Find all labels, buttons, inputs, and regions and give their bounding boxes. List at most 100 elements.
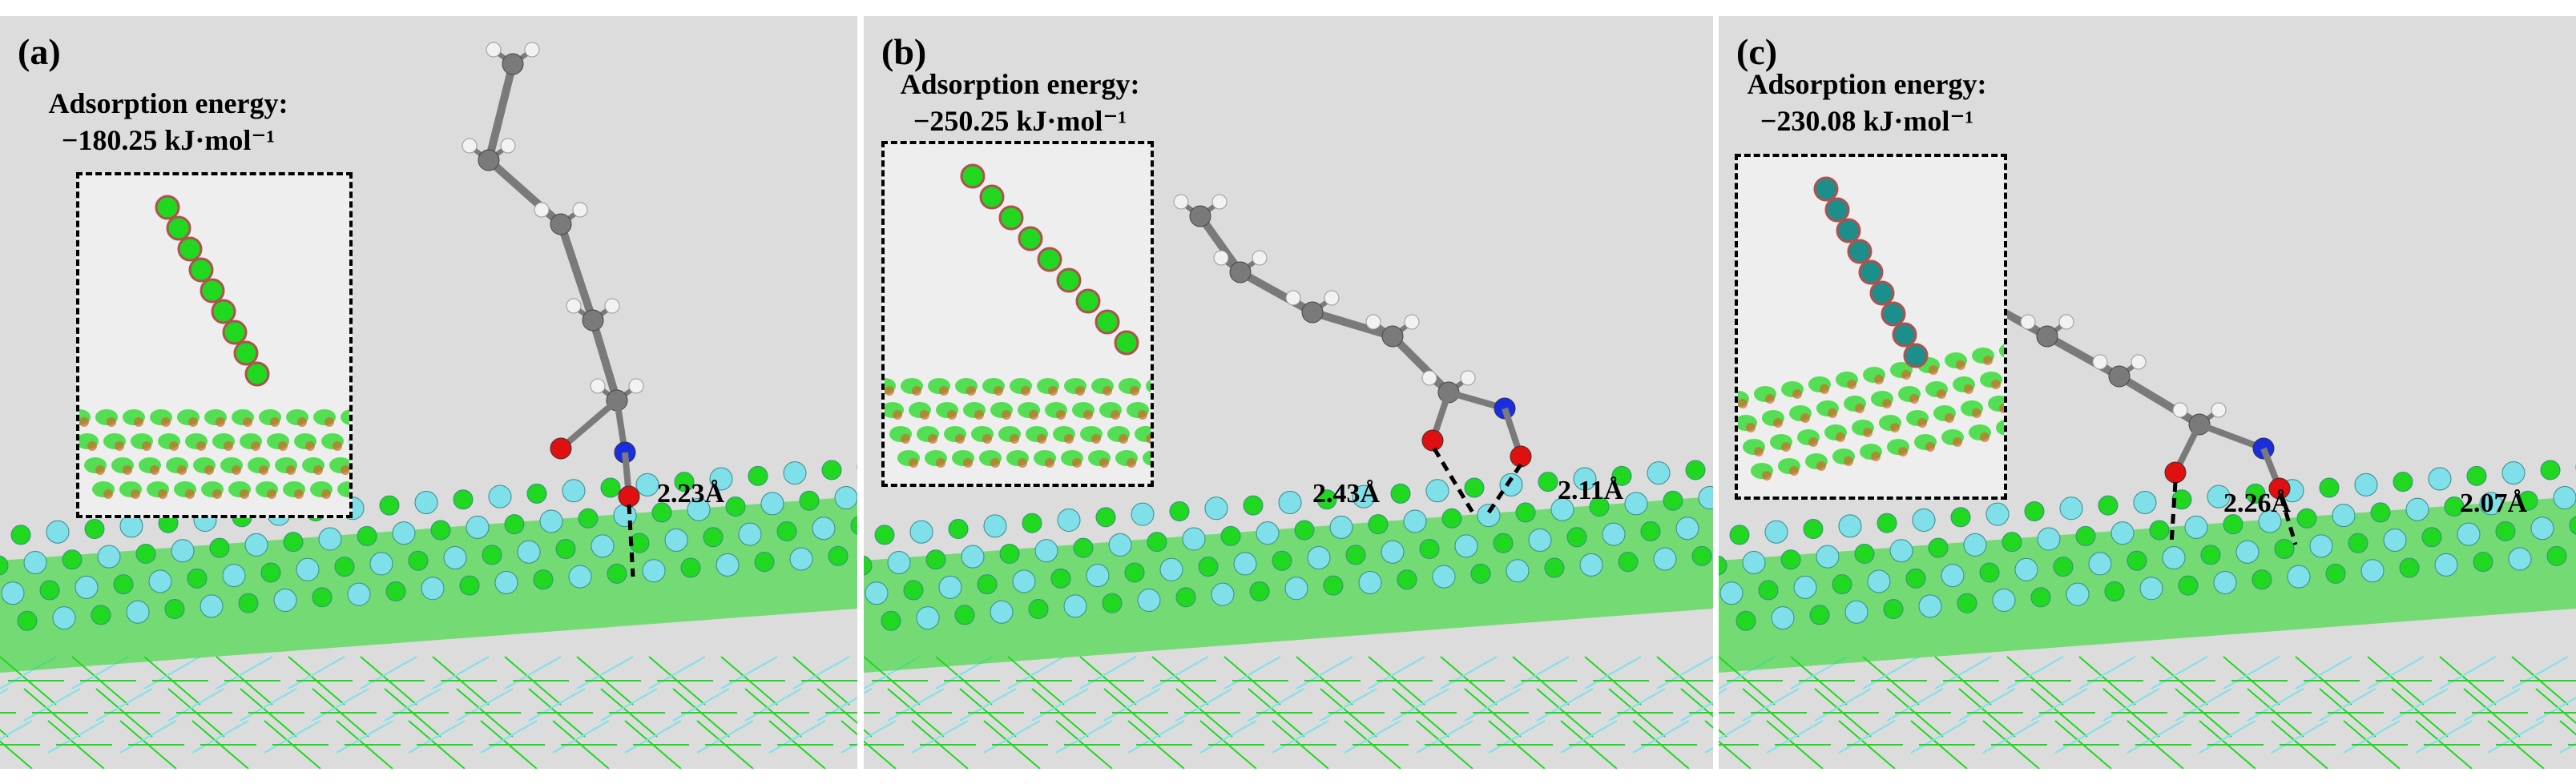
surface-density bbox=[1909, 394, 1919, 404]
surface-atom bbox=[1294, 520, 1315, 541]
surface-atom bbox=[1233, 552, 1257, 576]
surface-atom bbox=[1381, 540, 1405, 564]
surface-density bbox=[294, 489, 304, 499]
lattice-bond bbox=[1656, 656, 1713, 690]
surface-density bbox=[297, 417, 307, 427]
surface-atom bbox=[2479, 492, 2503, 516]
surface-atom bbox=[865, 581, 889, 605]
hydrogen-atom bbox=[2092, 354, 2108, 370]
adsorption-energy-value: −250.25 kJ·mol⁻¹ bbox=[913, 105, 1127, 137]
surface-density bbox=[1991, 380, 2001, 389]
surface-atom bbox=[834, 486, 857, 510]
surface-atom bbox=[1137, 589, 1161, 613]
inset-scene-b bbox=[885, 163, 1151, 468]
surface-atom bbox=[687, 497, 711, 521]
surface-density bbox=[1956, 360, 1965, 370]
lattice-bond bbox=[2223, 656, 2280, 690]
lattice-bond bbox=[2559, 742, 2576, 754]
surface-atom bbox=[443, 546, 467, 570]
surface-atom bbox=[1034, 539, 1058, 563]
surface-density bbox=[349, 489, 353, 499]
surface-atom bbox=[828, 545, 849, 566]
surface-atom bbox=[1272, 550, 1292, 571]
surface-atom bbox=[1602, 522, 1626, 546]
surface-atom bbox=[2296, 508, 2317, 529]
surface-atom bbox=[1499, 472, 1523, 497]
lattice-bond bbox=[1910, 720, 1968, 754]
surface-atom bbox=[1550, 497, 1574, 521]
lattice-bond bbox=[1742, 688, 1800, 722]
surface-atom bbox=[1844, 600, 1869, 624]
oxygen-atom bbox=[1421, 429, 1444, 452]
surface-atom bbox=[999, 543, 1020, 564]
surface-atom bbox=[2059, 497, 2083, 521]
inset-scene-a bbox=[79, 195, 353, 499]
adsorption-energy: Adsorption energy: −250.25 kJ·mol⁻¹ bbox=[880, 66, 1160, 139]
surface-atom bbox=[1159, 557, 1183, 581]
surface-atom bbox=[716, 553, 740, 577]
atom-density bbox=[1892, 322, 1917, 348]
surface-density bbox=[1964, 384, 1973, 394]
surface-atom bbox=[1918, 594, 1942, 618]
surface-atom bbox=[680, 557, 701, 578]
lattice-bond bbox=[864, 688, 873, 694]
hydrogen-atom bbox=[2058, 314, 2074, 330]
surface-atom bbox=[1022, 513, 1042, 533]
lattice-bond bbox=[1416, 720, 1473, 754]
surface-atom bbox=[1566, 527, 1587, 548]
surface-density bbox=[79, 417, 89, 427]
carbon-atom bbox=[1229, 261, 1252, 283]
panel-b: (b) Adsorption energy: −250.25 kJ·mol⁻¹ … bbox=[864, 16, 1713, 769]
lattice-bond bbox=[792, 656, 850, 690]
carbon-atom bbox=[582, 309, 604, 332]
lattice-bond bbox=[911, 720, 969, 754]
lattice-bond bbox=[2295, 656, 2352, 690]
surface-density bbox=[1075, 386, 1085, 396]
surface-atom bbox=[1390, 483, 1411, 504]
surface-atom bbox=[2207, 484, 2231, 509]
surface-density bbox=[1874, 375, 1884, 384]
surface-atom bbox=[312, 587, 333, 608]
lattice-bond bbox=[384, 688, 441, 722]
surface-density bbox=[267, 489, 276, 499]
surface-density bbox=[994, 386, 1003, 396]
surface-atom bbox=[2569, 516, 2576, 535]
atom-density bbox=[233, 340, 259, 366]
surface-atom bbox=[119, 514, 143, 538]
surface-density bbox=[1146, 434, 1151, 444]
oxygen-atom bbox=[618, 485, 640, 508]
surface-atom bbox=[148, 569, 172, 593]
surface-atom bbox=[1506, 559, 1530, 583]
surface-atom bbox=[1816, 545, 1840, 569]
lattice-bond bbox=[1175, 688, 1233, 722]
surface-density bbox=[123, 465, 132, 475]
surface-atom bbox=[113, 574, 134, 595]
surface-density bbox=[337, 481, 349, 497]
surface-density bbox=[1045, 458, 1054, 468]
surface-atom bbox=[1368, 514, 1389, 535]
surface-density bbox=[1937, 389, 1946, 399]
atom-density bbox=[1824, 197, 1850, 223]
surface-density bbox=[1836, 432, 1845, 442]
surface-density bbox=[1828, 408, 1837, 418]
surface-density bbox=[963, 458, 973, 468]
lattice-bond bbox=[480, 720, 538, 754]
surface-density bbox=[107, 417, 116, 427]
surface-atom bbox=[385, 581, 406, 601]
lattice-bond bbox=[2151, 656, 2208, 690]
lattice-bond bbox=[841, 720, 857, 736]
surface-atom bbox=[10, 525, 31, 545]
surface-density bbox=[909, 458, 918, 468]
surface-atom bbox=[2360, 559, 2385, 583]
lattice-bond bbox=[143, 656, 201, 690]
lattice-bond bbox=[1536, 688, 1594, 722]
carbon-atom bbox=[550, 213, 572, 235]
surface-atom bbox=[1771, 606, 1795, 630]
surface-density bbox=[259, 465, 268, 475]
surface-density bbox=[1847, 380, 1856, 389]
surface-atom bbox=[1419, 539, 1440, 560]
surface-atom bbox=[2309, 534, 2333, 558]
hydrogen-atom bbox=[524, 42, 540, 58]
surface-density bbox=[1898, 447, 1908, 456]
surface-atom bbox=[17, 610, 38, 631]
